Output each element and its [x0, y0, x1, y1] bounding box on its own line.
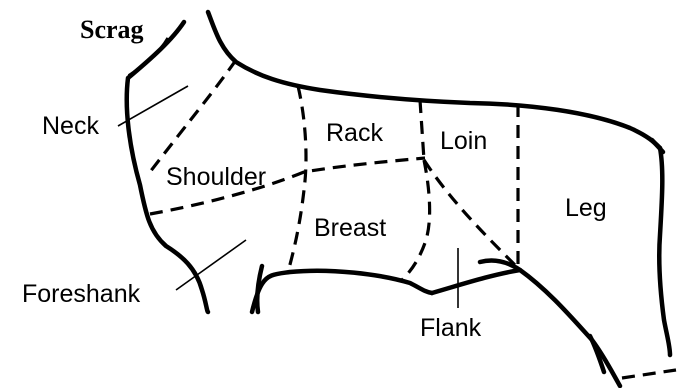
neck-shoulder-cut	[150, 60, 236, 172]
label-breast: Breast	[314, 214, 386, 242]
belly-outline	[432, 270, 520, 293]
shoulder-rack-cut	[288, 86, 306, 272]
label-foreshank: Foreshank	[22, 280, 141, 308]
leader-lines	[118, 86, 458, 308]
label-leg: Leg	[565, 194, 607, 222]
hock-outline	[652, 140, 663, 152]
foreleg-inner-outline	[252, 271, 432, 312]
label-flank: Flank	[420, 314, 482, 342]
rack-loin-cut	[420, 100, 424, 160]
label-neck: Neck	[42, 112, 99, 140]
label-rack: Rack	[326, 119, 383, 147]
label-scrag: Scrag	[80, 15, 144, 44]
breast-flank-cut	[402, 160, 430, 280]
scrag-neck-cut	[122, 38, 168, 80]
label-shoulder: Shoulder	[166, 163, 266, 191]
label-loin: Loin	[440, 127, 487, 155]
loin-flank-diagonal-cut	[424, 160, 518, 268]
head-neck-top-outline	[208, 12, 660, 148]
leg-lower-cut	[622, 370, 676, 378]
rump-outline	[659, 148, 670, 355]
stifle-outline	[480, 260, 620, 386]
